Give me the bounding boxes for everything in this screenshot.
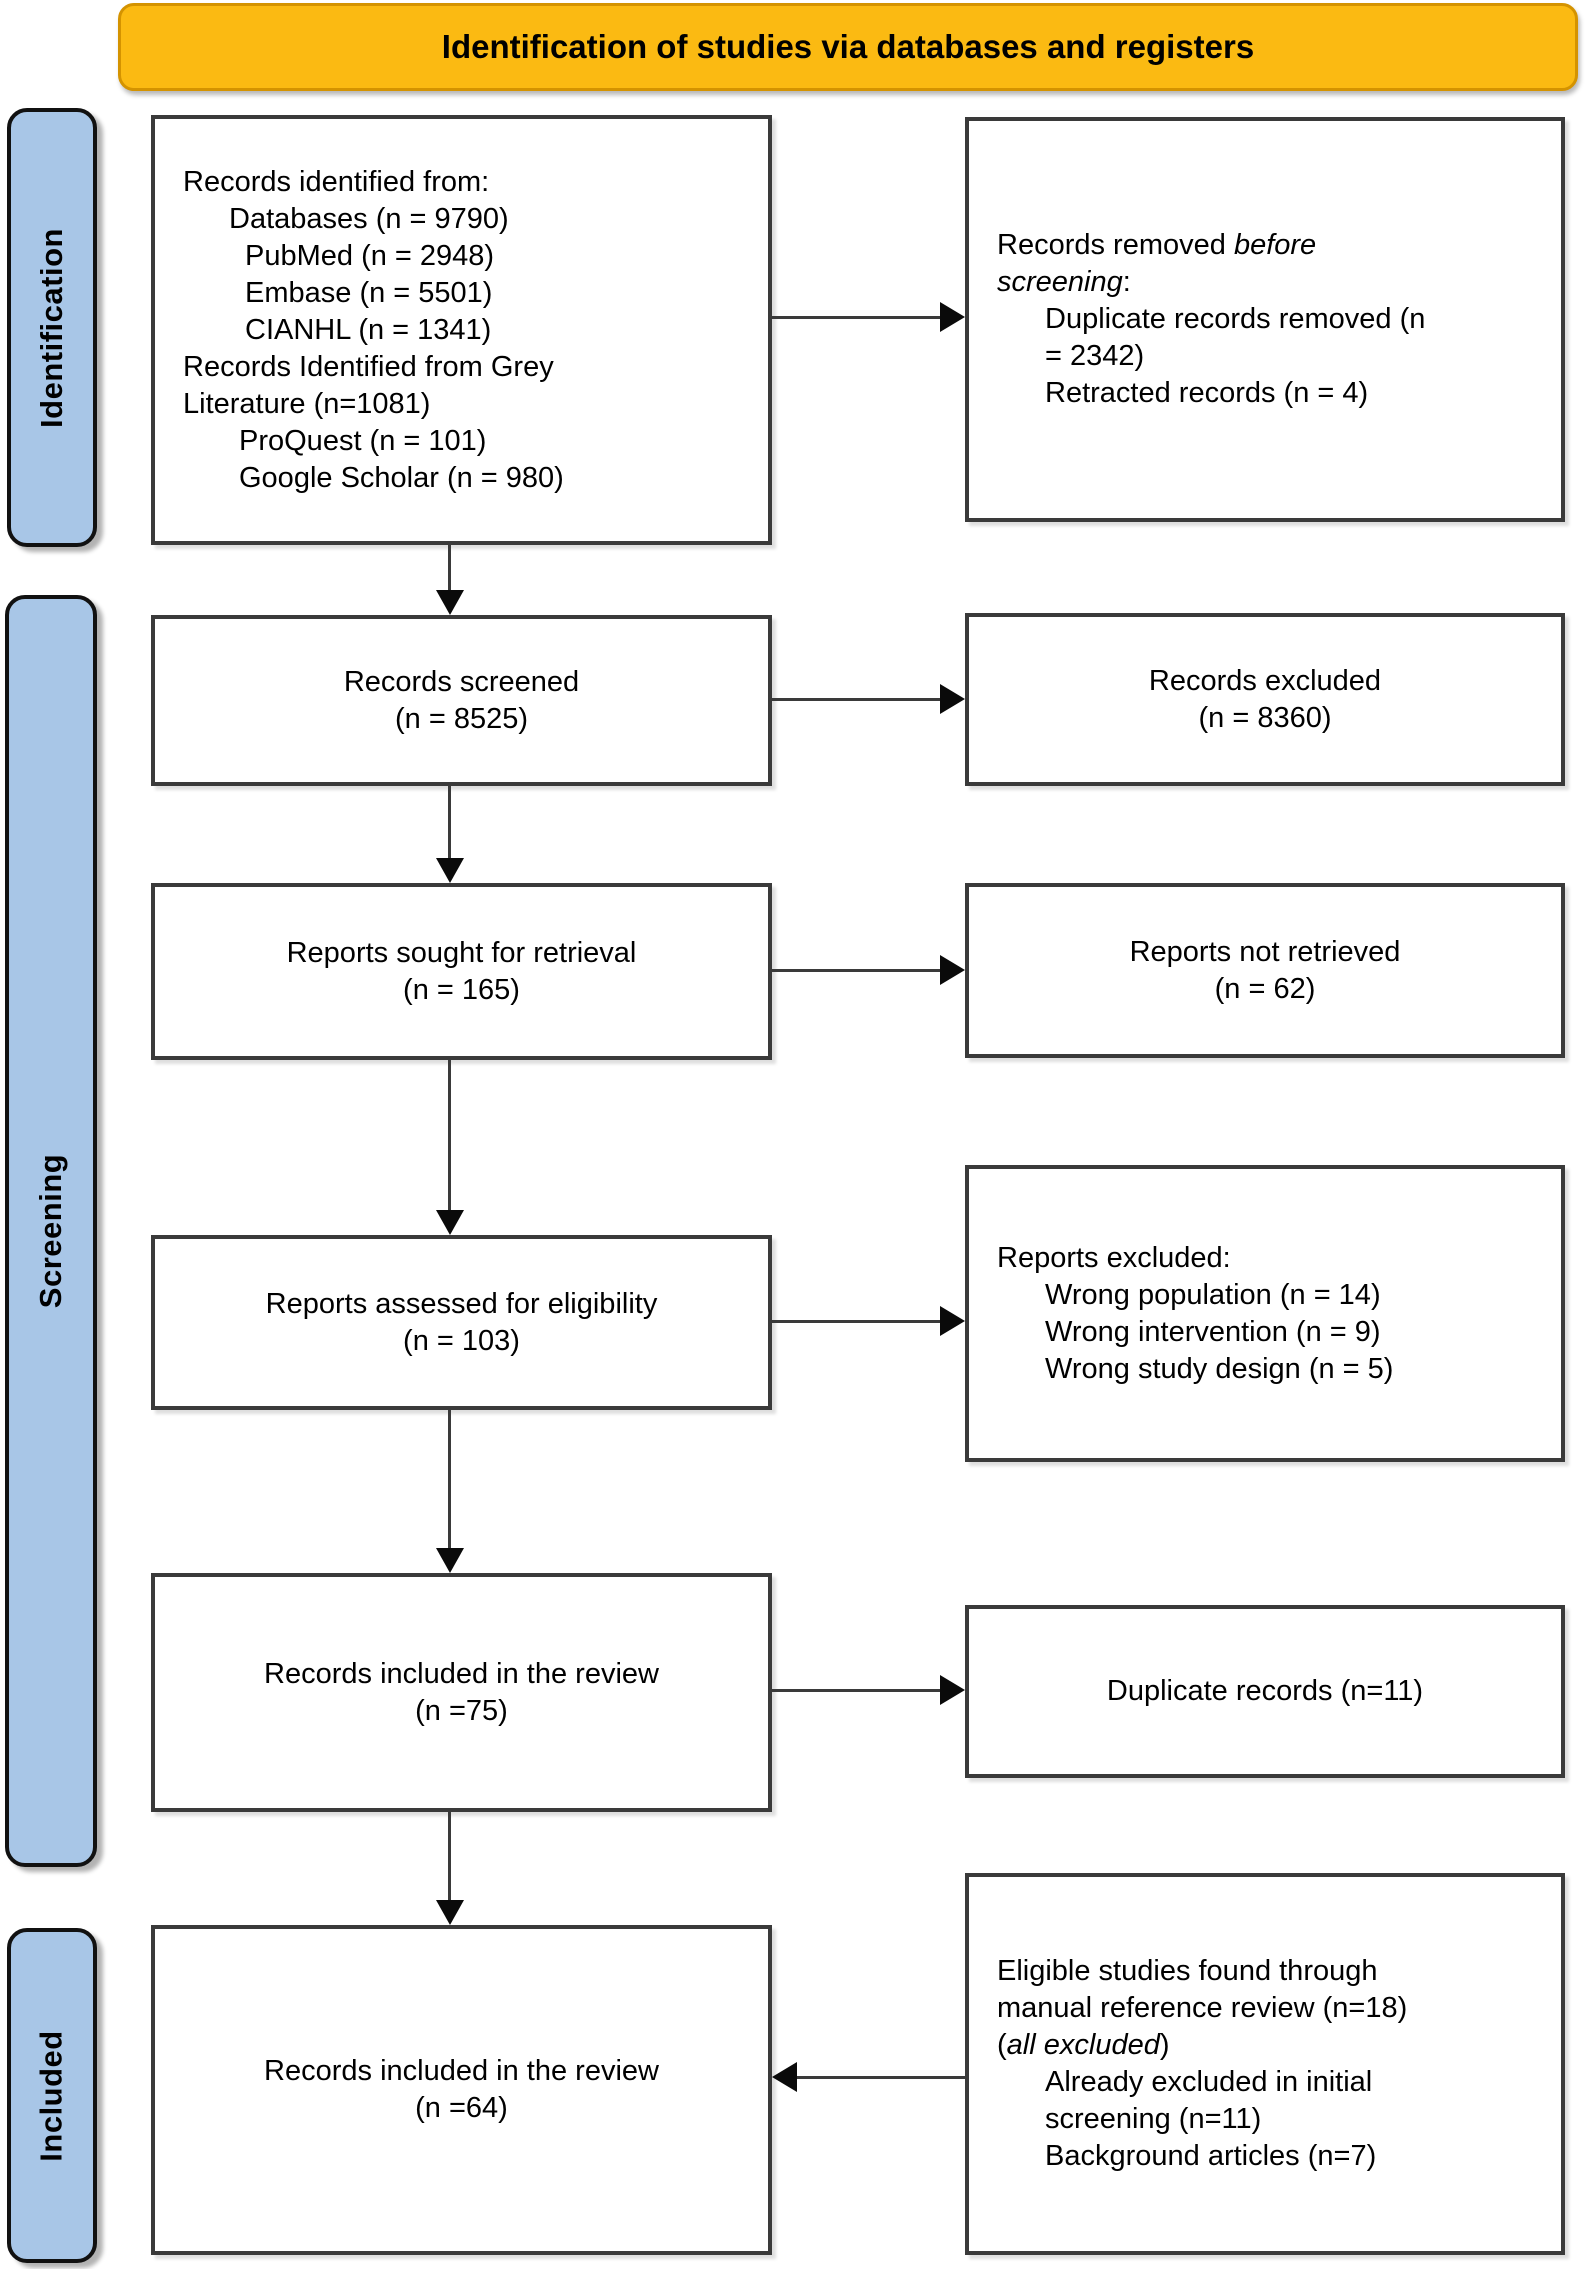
box-eligible-studies-manual-review: Eligible studies found through manual re… bbox=[965, 1873, 1565, 2255]
arrow-eligible-to-final-line bbox=[797, 2076, 965, 2079]
arrow-screened-to-sought-line bbox=[448, 786, 451, 859]
arrow-eligible-to-final-head bbox=[772, 2062, 797, 2092]
arrow-included-to-final-head bbox=[436, 1900, 464, 1925]
arrow-sought-to-assessed-head bbox=[436, 1210, 464, 1235]
stage-label-screening: Screening bbox=[5, 595, 97, 1867]
box-reports-sought: Reports sought for retrieval (n = 165) bbox=[151, 883, 772, 1060]
arrow-screened-to-excluded-line bbox=[772, 698, 940, 701]
arrow-included-to-duplicates-head bbox=[940, 1675, 965, 1705]
arrow-included-to-final-line bbox=[448, 1812, 451, 1901]
box-reports-not-retrieved: Reports not retrieved (n = 62) bbox=[965, 883, 1565, 1058]
box-records-included-final: Records included in the review (n =64) bbox=[151, 1925, 772, 2255]
box-records-identified: Records identified from: Databases (n = … bbox=[151, 115, 772, 545]
box-reports-assessed: Reports assessed for eligibility (n = 10… bbox=[151, 1235, 772, 1410]
box-records-included-review: Records included in the review (n =75) bbox=[151, 1573, 772, 1812]
stage-label-identification: Identification bbox=[7, 108, 97, 547]
arrow-sought-to-assessed-line bbox=[448, 1060, 451, 1211]
arrow-identified-to-screened-line bbox=[448, 545, 451, 591]
arrow-included-to-duplicates-line bbox=[772, 1689, 940, 1692]
box-records-screened: Records screened (n = 8525) bbox=[151, 615, 772, 786]
box-reports-excluded: Reports excluded: Wrong population (n = … bbox=[965, 1165, 1565, 1462]
arrow-identified-to-removed-line bbox=[772, 316, 940, 319]
arrow-assessed-to-included-line bbox=[448, 1410, 451, 1549]
banner-identification-via-databases: Identification of studies via databases … bbox=[118, 3, 1578, 91]
arrow-sought-to-notretrieved-head bbox=[940, 955, 965, 985]
box-duplicate-records: Duplicate records (n=11) bbox=[965, 1605, 1565, 1778]
box-records-excluded: Records excluded (n = 8360) bbox=[965, 613, 1565, 786]
arrow-identified-to-removed-head bbox=[940, 302, 965, 332]
stage-label-included: Included bbox=[7, 1928, 97, 2263]
box-records-removed-before-screening: Records removed before screening: Duplic… bbox=[965, 117, 1565, 522]
arrow-assessed-to-reportsexcluded-line bbox=[772, 1320, 940, 1323]
arrow-screened-to-sought-head bbox=[436, 858, 464, 883]
arrow-assessed-to-reportsexcluded-head bbox=[940, 1306, 965, 1336]
arrow-assessed-to-included-head bbox=[436, 1548, 464, 1573]
arrow-screened-to-excluded-head bbox=[940, 684, 965, 714]
arrow-identified-to-screened-head bbox=[436, 590, 464, 615]
banner-title: Identification of studies via databases … bbox=[441, 28, 1255, 65]
arrow-sought-to-notretrieved-line bbox=[772, 969, 940, 972]
